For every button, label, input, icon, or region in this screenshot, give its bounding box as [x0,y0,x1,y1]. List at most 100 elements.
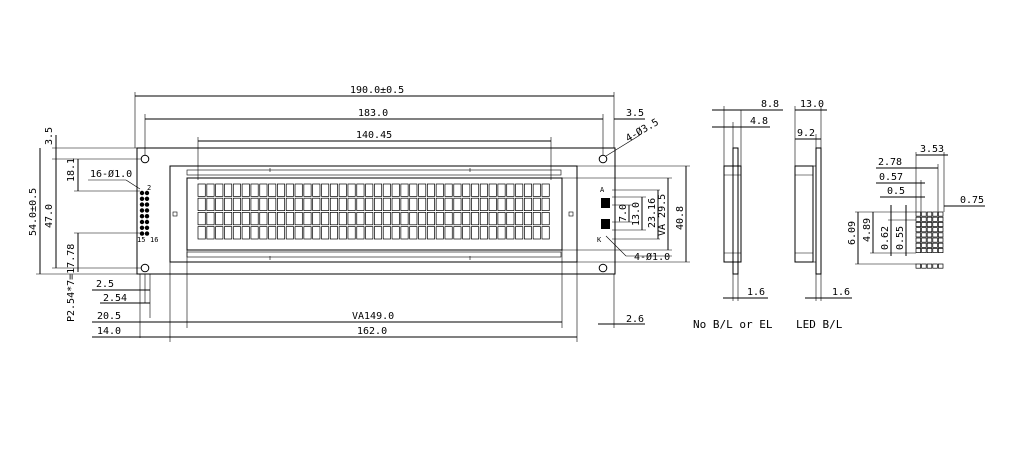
character-cell [400,212,409,226]
dim-2-5: 2.5 [96,279,114,290]
matrix-dot [932,232,938,238]
character-cell [197,197,206,211]
character-cell [418,197,427,211]
character-cell [294,183,303,197]
char-d-3-53: 3.53 [920,144,944,155]
pin [139,196,145,201]
character-cell [418,226,427,240]
pcb-outline [136,147,616,275]
character-cell [409,226,418,240]
character-cell [497,197,506,211]
character-cell [365,183,374,197]
character-cell [232,183,241,197]
character-cell [462,226,471,240]
dim-hole-vpitch: 47.0 [44,204,55,228]
character-cell [471,226,480,240]
character-cell [409,197,418,211]
character-cell [321,226,330,240]
char-d-6-09: 6.09 [847,221,858,245]
pin [139,225,145,230]
side-view-led-backlight: 13.0 9.2 1.6 LED B/L [794,99,852,331]
character-cell [241,183,250,197]
character-cell [241,197,250,211]
character-cell [303,197,312,211]
character-cell [232,212,241,226]
character-cell [285,183,294,197]
cathode-label: K [597,236,602,244]
character-cell [541,183,550,197]
matrix-dot [938,222,944,227]
side1-d-4-8: 4.8 [750,116,768,127]
matrix-dot [921,248,927,253]
character-cell [506,212,515,226]
character-cell [224,197,233,211]
character-cell [523,183,532,197]
character-cell [206,197,215,211]
character-cell [382,197,391,211]
matrix-dot [938,227,944,233]
top-seal-strip [186,169,562,176]
character-cell [532,226,541,240]
character-cell [365,226,374,240]
character-cell [488,197,497,211]
character-cell [479,226,488,240]
side1-caption: No B/L or EL [693,318,773,331]
character-cell [338,226,347,240]
character-cell [259,183,268,197]
character-cell [197,226,206,240]
character-cell [285,212,294,226]
character-cell [259,226,268,240]
cursor-dot [915,263,921,269]
bottom-dimensions: 2.5 2.54 20.5 14.0 VA149.0 162.0 2.6 [92,250,645,342]
pin [139,190,145,196]
matrix-dot [915,211,921,217]
matrix-dot [926,232,933,238]
pin [144,219,150,225]
dim-overall-height: 54.0±0.5 [28,188,39,236]
matrix-dot [921,227,927,233]
led-cathode-pad [601,219,610,229]
character-cell [303,212,312,226]
dim-hole-offset: 3.5 [626,108,644,119]
character-cell [312,197,321,211]
dim-pin-pitch: P2.54*7=17.78 [66,244,77,322]
left-dimensions: 3.5 54.0±0.5 47.0 18.1 P2.54*7=17.78 16-… [28,127,141,322]
matrix-dot [915,232,921,238]
cursor-dot [932,263,938,269]
char-d-0-75: 0.75 [960,195,984,206]
character-cell [374,212,383,226]
pin-2-label: 2 [147,184,151,192]
char-d-0-57: 0.57 [879,172,903,183]
character-cell [285,197,294,211]
character-cell [497,183,506,197]
character-cell [268,226,277,240]
dim-led-pitch: 23.16 [647,198,658,228]
anode-label: A [600,186,605,194]
character-cell [329,226,338,240]
character-cell [338,183,347,197]
character-cell [382,212,391,226]
character-cell [374,183,383,197]
character-cell [532,197,541,211]
side-view-no-backlight: 8.8 4.8 1.6 No B/L or EL [693,99,783,331]
character-cell [312,212,321,226]
side1-d-1-6: 1.6 [747,287,765,298]
dim-overall-width: 190.0±0.5 [350,85,404,96]
character-cell [426,226,435,240]
character-cell [400,183,409,197]
character-cell [444,226,453,240]
mount-hole-bottom-left [140,263,150,273]
dim-pin-spec: 16-Ø1.0 [90,168,132,180]
character-cell [471,212,480,226]
pin [144,202,150,207]
character-cell [409,183,418,197]
character-cell [506,226,515,240]
character-cell [453,197,462,211]
character-cell [224,183,233,197]
character-cell [232,197,241,211]
pin [139,214,145,219]
character-cell [303,226,312,240]
dim-bezel-height: 40.8 [675,206,686,230]
pin-16-label: 16 [150,236,158,244]
character-cell [259,212,268,226]
